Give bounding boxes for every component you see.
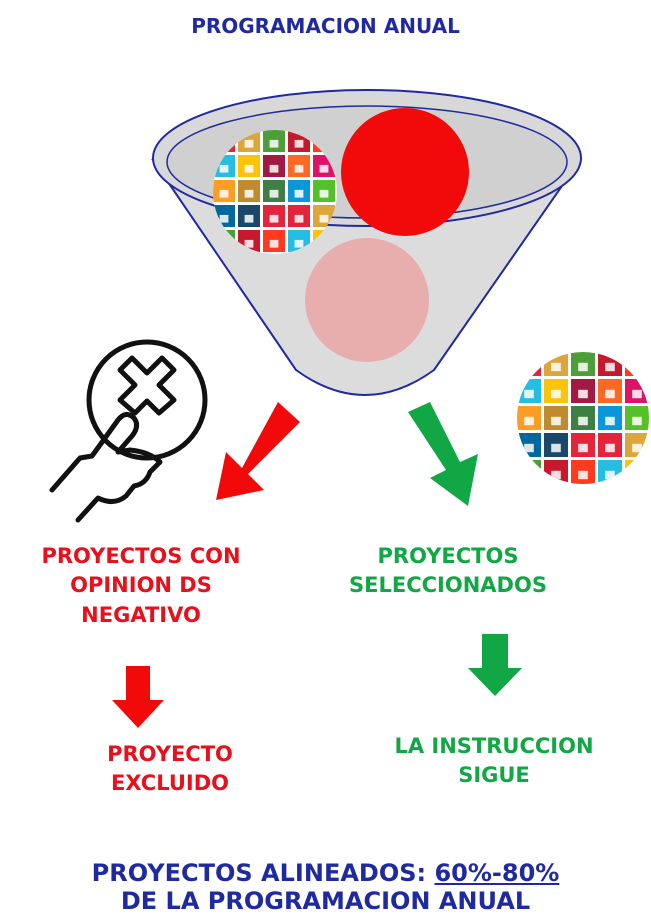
- sdg-tile-glyph: [578, 362, 588, 372]
- excluded-project-label: PROYECTO EXCLUIDO: [60, 740, 280, 799]
- sdg-tile-glyph: [632, 470, 642, 480]
- sdg-tile-glyph: [605, 470, 615, 480]
- sdg-wheel-icon: [517, 352, 649, 484]
- negative-line-2: OPINION DS: [70, 573, 212, 598]
- sdg-tile-glyph: [244, 164, 254, 173]
- sdg-tile-glyph: [605, 389, 615, 399]
- selected-line-1: PROYECTOS: [377, 544, 519, 568]
- page-title: PROGRAMACION ANUAL: [191, 14, 460, 38]
- sdg-tile: [625, 460, 649, 484]
- sdg-tile-glyph: [244, 239, 254, 248]
- sdg-tile-glyph: [578, 416, 588, 426]
- footer-lead: PROYECTOS ALINEADOS:: [91, 859, 435, 887]
- sdg-tile-glyph: [244, 139, 254, 148]
- reject-hand-icon: [49, 339, 208, 523]
- sdg-tile: [625, 352, 649, 376]
- selected-projects-label: PROYECTOS SELECCIONADOS: [345, 542, 551, 601]
- sdg-tile-glyph: [605, 416, 615, 426]
- sdg-tile-glyph: [578, 470, 588, 480]
- sdg-tile-glyph: [219, 189, 229, 198]
- arrow-down-icon: [112, 666, 164, 728]
- sdg-tile-glyph: [294, 214, 304, 223]
- sdg-tile-glyph: [605, 443, 615, 453]
- sdg-tile-glyph: [244, 189, 254, 198]
- sdg-tile-glyph: [319, 164, 329, 173]
- sdg-tile-glyph: [269, 189, 279, 198]
- instruction-continues-label: LA INSTRUCCION SIGUE: [350, 732, 638, 791]
- sdg-tile-glyph: [578, 389, 588, 399]
- sdg-tile-glyph: [294, 189, 304, 198]
- sdg-tile: [517, 460, 541, 484]
- sdg-tile-glyph: [605, 362, 615, 372]
- footer-line-2: DE LA PROGRAMACION ANUAL: [120, 886, 531, 915]
- sdg-tile-glyph: [524, 470, 534, 480]
- sdg-tile-glyph: [551, 416, 561, 426]
- sdg-tile-glyph: [269, 164, 279, 173]
- continues-line-1: LA INSTRUCCION: [394, 734, 594, 758]
- sdg-tile-glyph: [551, 389, 561, 399]
- pink-circle: [305, 238, 429, 362]
- arrow-down-icon: [468, 634, 522, 696]
- sdg-tile-glyph: [319, 189, 329, 198]
- footer-line-1: PROYECTOS ALINEADOS: 60%-80%: [0, 859, 651, 888]
- sdg-tile-glyph: [551, 443, 561, 453]
- sdg-tile-glyph: [219, 214, 229, 223]
- sdg-tile-glyph: [269, 239, 279, 248]
- negative-projects-label: PROYECTOS CON OPINION DS NEGATIVO: [0, 542, 282, 630]
- sdg-tile-glyph: [551, 470, 561, 480]
- sdg-tile-glyph: [244, 214, 254, 223]
- sdg-tile-glyph: [632, 416, 642, 426]
- sdg-tile-glyph: [524, 362, 534, 372]
- sdg-tile: [517, 352, 541, 376]
- sdg-tile-glyph: [632, 389, 642, 399]
- arrow-down-icon: [408, 402, 478, 506]
- negative-line-3: NEGATIVO: [81, 602, 201, 627]
- sdg-tile-glyph: [294, 164, 304, 173]
- selected-line-2: SELECCIONADOS: [349, 573, 547, 598]
- sdg-tile-glyph: [269, 139, 279, 148]
- continues-line-2: SIGUE: [458, 763, 530, 788]
- excluded-line-2: EXCLUIDO: [111, 771, 229, 796]
- red-circle: [341, 108, 469, 236]
- sdg-tile-glyph: [294, 239, 304, 248]
- arrow-down-icon: [216, 402, 300, 500]
- sdg-tile-glyph: [632, 362, 642, 372]
- sdg-tile-glyph: [551, 362, 561, 372]
- sdg-tile-glyph: [524, 443, 534, 453]
- sdg-tile-glyph: [524, 389, 534, 399]
- sdg-tile-glyph: [578, 443, 588, 453]
- footer-range: 60%-80%: [434, 859, 560, 887]
- sdg-tile-glyph: [632, 443, 642, 453]
- sdg-tile-glyph: [294, 139, 304, 148]
- sdg-tile-glyph: [219, 164, 229, 173]
- negative-line-1: PROYECTOS CON: [41, 544, 241, 568]
- sdg-tile-glyph: [269, 214, 279, 223]
- excluded-line-1: PROYECTO: [107, 742, 233, 766]
- sdg-tile-glyph: [524, 416, 534, 426]
- sdg-tile-glyph: [319, 214, 329, 223]
- sdg-wheel-icon: [213, 130, 337, 254]
- footer-summary: PROYECTOS ALINEADOS: 60%-80% DE LA PROGR…: [0, 859, 651, 915]
